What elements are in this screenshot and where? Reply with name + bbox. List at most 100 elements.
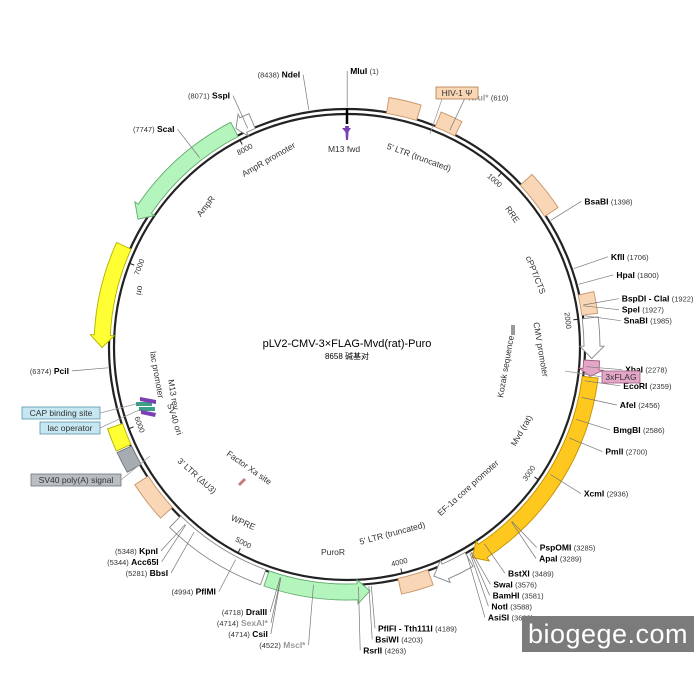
site-label: EcoRI (2359) [623,381,672,391]
site-name: AsiSI [488,612,509,622]
site-position: (3588) [510,602,532,611]
site-position: (2936) [607,490,629,499]
site-position: (5281) [126,569,148,578]
site-position: (8438) [258,71,280,80]
m13-fwd-arrow-icon [342,128,351,134]
m13-rev-marker [140,397,156,404]
site-label: AfeI (2456) [620,400,661,410]
site-label: BamHI (3581) [493,590,544,600]
site-bbsi: (5281) BbsI [126,531,195,578]
site-position: (2700) [626,448,648,457]
site-pspomi: PspOMI (3285) [511,521,596,553]
site-position: (3576) [515,580,537,589]
site-bsiwi: BsiWI (4203) [368,585,423,644]
site-leader [471,551,491,585]
site-label: (4714) SexAI* [217,618,269,628]
site-position: (3581) [522,591,544,600]
plasmid-title: pLV2-CMV-3×FLAG-Mvd(rat)-Puro [263,338,432,350]
site-leader [575,418,611,431]
cap-binding-tag-label: CAP binding site [30,408,93,418]
site-position: (4714) [217,619,239,628]
tick-label: 6000 [132,415,146,434]
feature-label-cmv-promoter-4: CMV promoter [531,321,550,377]
site-bsabi: BsaBI (1398) [550,196,633,221]
site-label: NotI (3588) [491,601,532,611]
feature-rre-2 [519,173,559,218]
site-kpni: (5348) KpnI [115,524,186,556]
site-leader [269,577,281,613]
site-msci: (4522) MscI* [259,584,314,650]
site-label: HpaI (1800) [616,270,659,280]
site-leader [583,298,619,306]
site-mlui: MluI (1) [346,66,379,107]
site-label: BstXI (3489) [508,568,554,578]
site-label: RsrII (4263) [363,645,406,655]
site-label: KflI (1706) [611,252,649,262]
site-leader [358,586,361,651]
site-leader [578,274,614,285]
site-sspi: (8071) SspI [188,91,249,129]
feature-label-rre-2: RRE [503,204,522,225]
feature-ampr-promoter-16 [235,112,256,138]
tick-mark [573,318,579,321]
site-pflmi: (4994) PflMI [172,559,236,597]
site-position: (4189) [435,624,457,633]
site-position: (4203) [401,635,423,644]
feature-3-ltr-u3-11 [134,475,174,519]
site-position: (2359) [650,382,672,391]
site-label: MluI (1) [350,66,379,76]
site-leader [584,315,621,322]
site-label: XcmI (2936) [584,489,629,499]
factor-xa-label: Factor Xa site [225,448,274,486]
site-name: BamHI [493,590,520,600]
site-name: PciI [54,366,69,376]
site-leader [568,437,603,452]
site-name: AfeI [620,400,636,410]
site-name: ApaI [539,554,557,564]
site-bspdi-clai: BspDI - ClaI (1922) [583,294,694,306]
feature-label-ef-1-core-promoter-7: EF-1α core promoter [435,458,500,518]
hiv-psi-tag-label: HIV-1 Ψ [442,88,473,98]
site-leader [161,524,187,563]
site-name: PmlI [605,447,623,457]
feature-label-mvd-rat-6: Mvd (rat) [509,413,535,448]
site-name: BsaBI [584,196,608,206]
site-name: PflFI - Tth111I [378,623,433,633]
site-label: SpeI (1927) [622,305,665,315]
site-name: NdeI [282,70,300,80]
feature-label-3-ltr-u3-11: 3' LTR (ΔU3) [176,456,219,496]
site-label: BsiWI (4203) [375,634,423,644]
site-name: NotI [491,601,508,611]
site-label: (6374) PciI [30,366,69,376]
site-name: RsrII [363,645,382,655]
site-label: (4718) DraIII [222,607,267,617]
site-scai: (7747) ScaI [133,124,200,158]
site-csii: (4714) CsiI [228,577,282,639]
site-name: SwaI [493,579,512,589]
site-label: PflFI - Tth111I (4189) [378,623,457,633]
tick-mark [400,568,403,574]
site-name: BbsI [150,568,168,578]
restriction-sites-layer: MluI (1) NruI* (610) BsaBI (1398) KflI (170… [30,66,694,655]
site-position: (8071) [188,92,210,101]
site-leader [466,554,486,618]
site-acc65i: (5344) Acc65I [107,524,187,567]
site-leader [550,201,582,221]
site-label: NruI* (610) [468,93,509,103]
site-position: (1398) [611,197,633,206]
site-label: (7747) ScaI [133,124,175,134]
site-leader [71,367,108,372]
feature-label-ampr-15: AmpR [194,194,216,219]
feature-cmv-promoter-4 [578,316,606,360]
site-swai: SwaI (3576) [471,551,537,589]
site-position: (5344) [107,558,129,567]
tick-label: 3000 [521,464,538,483]
site-leader [160,524,186,552]
site-name: SexAI* [241,618,269,628]
site-position: (1800) [637,271,659,280]
feature-label-5-ltr-truncated-0: 5' LTR (truncated) [386,141,453,174]
site-position: (4522) [259,641,281,650]
site-leader [177,128,200,158]
